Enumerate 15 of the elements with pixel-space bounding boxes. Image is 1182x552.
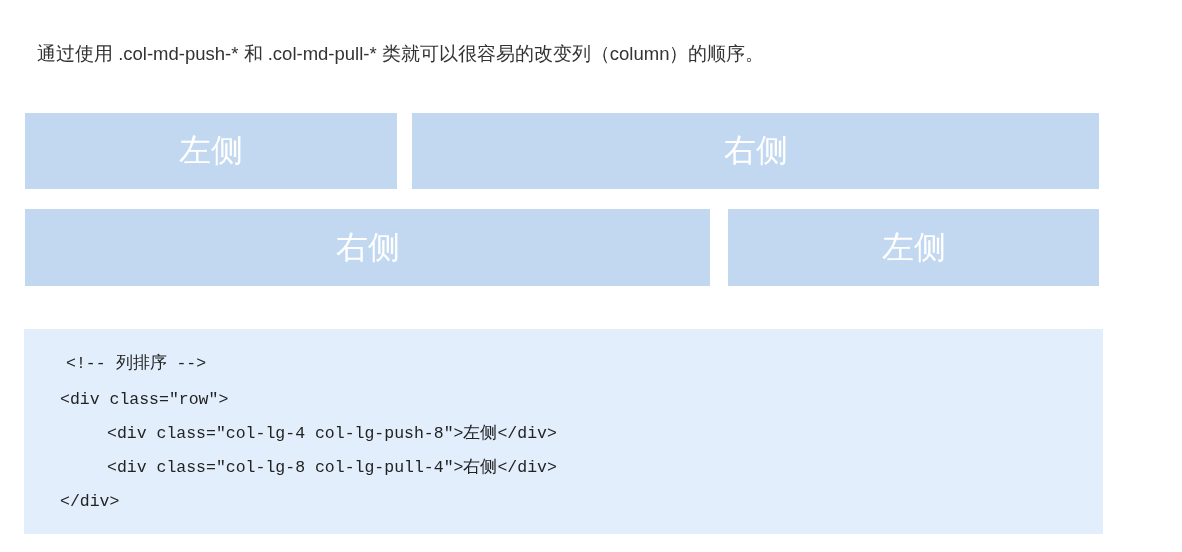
code-line: <div class="row">: [60, 390, 229, 410]
column-label: 右侧: [335, 227, 400, 267]
code-line: <!-- 列排序 -->: [66, 354, 207, 374]
column-box: [25, 209, 710, 286]
intro-text: 通过使用 .col-md-push-* 和 .col-md-pull-* 类就可以很容易的改变列（column）的顺序。: [37, 42, 765, 66]
column-box: [25, 113, 397, 189]
column-label: 左侧: [179, 131, 243, 170]
column-box: [728, 209, 1099, 286]
code-block: [24, 329, 1103, 534]
column-label: 左侧: [881, 227, 946, 267]
code-line: <div class="col-lg-4 col-lg-push-8">左侧</div>: [107, 424, 557, 444]
code-line: </div>: [60, 492, 120, 512]
column-label: 右侧: [723, 131, 788, 170]
column-box: [412, 113, 1099, 189]
code-line: <div class="col-lg-8 col-lg-pull-4">右侧</div>: [107, 458, 557, 478]
